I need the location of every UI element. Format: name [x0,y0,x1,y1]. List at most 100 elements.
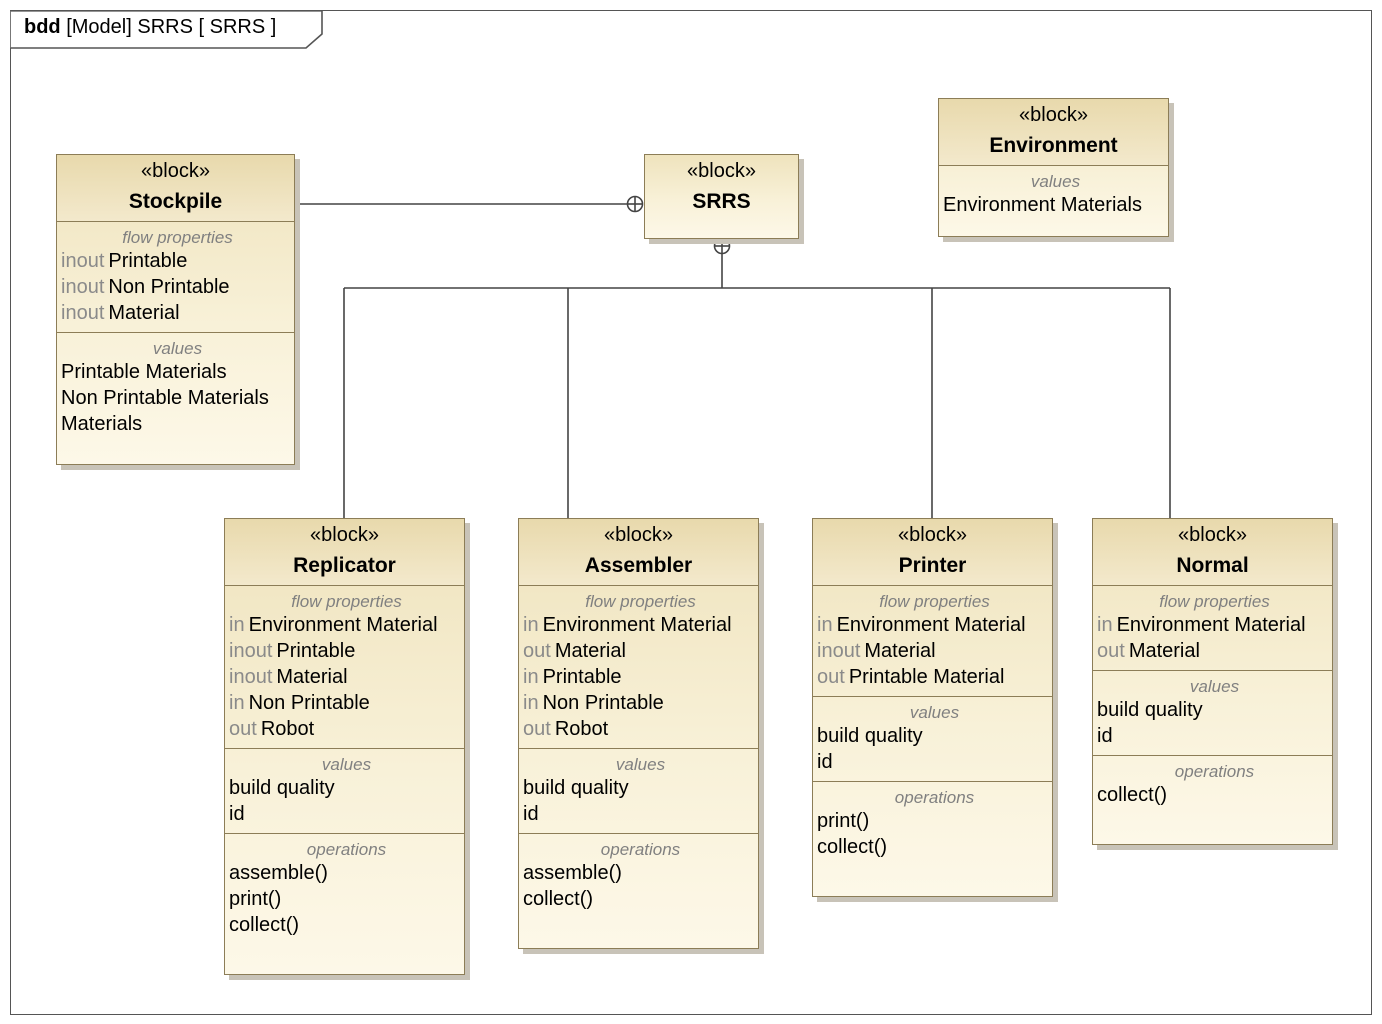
values-compartment: values build quality id [225,749,464,834]
compartment-title: operations [600,840,681,859]
flow-name: Material [1128,640,1200,662]
block-header: «block» Normal [1093,519,1332,586]
compartment-title: operations [306,840,387,859]
values-compartment: values Environment Materials [939,166,1168,224]
block-header: «block» Assembler [519,519,758,586]
diagram-kind: bdd [24,16,61,38]
block-srrs[interactable]: «block» SRRS [644,154,799,239]
value-property: id [523,803,539,825]
compartment-title: flow properties [122,228,233,247]
value-property: id [229,803,245,825]
compartment-title: values [1189,677,1240,696]
block-name: Printer [898,554,967,577]
compartment-title: flow properties [1159,592,1270,611]
diagram-frame [10,10,1372,1015]
values-compartment: values build quality id [1093,671,1332,756]
flow-name: Material [864,640,936,662]
operation: print() [229,888,282,910]
flow-name: Robot [554,718,609,740]
flow-direction: in [229,614,245,636]
operations-compartment: operations assemble() print() collect() [225,834,464,944]
block-name: Stockpile [128,190,223,213]
block-environment[interactable]: «block» Environment values Environment M… [938,98,1169,237]
block-stereotype: «block» [310,524,379,546]
block-header: «block» Replicator [225,519,464,586]
flow-direction: inout [61,276,105,298]
flow-name: Non Printable [542,692,664,714]
compartment-title: operations [894,788,975,807]
flow-name: Environment Material [542,614,732,636]
compartment-title: flow properties [879,592,990,611]
block-stereotype: «block» [687,160,756,182]
flow-name: Printable [108,250,188,272]
block-name: Assembler [584,554,693,577]
diagram-header: bdd [Model] SRRS [ SRRS ] [24,16,276,39]
value-property: id [1097,725,1113,747]
block-stereotype: «block» [141,160,210,182]
block-stereotype: «block» [898,524,967,546]
values-compartment: values build quality id [813,697,1052,782]
operation: collect() [817,836,888,858]
flow-name: Robot [260,718,315,740]
operation: assemble() [523,862,622,884]
block-name: Replicator [293,554,396,577]
operation: collect() [229,914,300,936]
block-header: «block» Environment [939,99,1168,166]
flow-name: Environment Material [248,614,438,636]
flow-name: Environment Material [1116,614,1306,636]
block-header: «block» Stockpile [57,155,294,222]
values-compartment: values Printable Materials Non Printable… [57,333,294,443]
compartment-title: values [1030,172,1081,191]
value-property: id [817,751,833,773]
value-property: build quality [1097,699,1203,721]
flow-direction: out [817,666,845,688]
operations-compartment: operations assemble() collect() [519,834,758,918]
value-property: build quality [523,777,629,799]
flow-name: Material [108,302,180,324]
compartment-title: flow properties [585,592,696,611]
compartment-title: operations [1174,762,1255,781]
block-header: «block» Printer [813,519,1052,586]
flow-direction: inout [817,640,861,662]
flow-direction: inout [229,640,273,662]
value-property: Materials [61,413,143,435]
block-name: SRRS [692,190,751,213]
flow-direction: out [523,718,551,740]
flow-name: Printable [276,640,356,662]
flow-direction: in [229,692,245,714]
flow-direction: inout [229,666,273,688]
block-stereotype: «block» [1178,524,1247,546]
flow-direction: in [523,666,539,688]
value-property: Printable Materials [61,361,227,383]
operation: collect() [1097,784,1168,806]
block-header: «block» SRRS [645,155,798,221]
operation: print() [817,810,870,832]
operation: collect() [523,888,594,910]
flow-direction: out [523,640,551,662]
operation: assemble() [229,862,328,884]
flow-direction: in [523,614,539,636]
